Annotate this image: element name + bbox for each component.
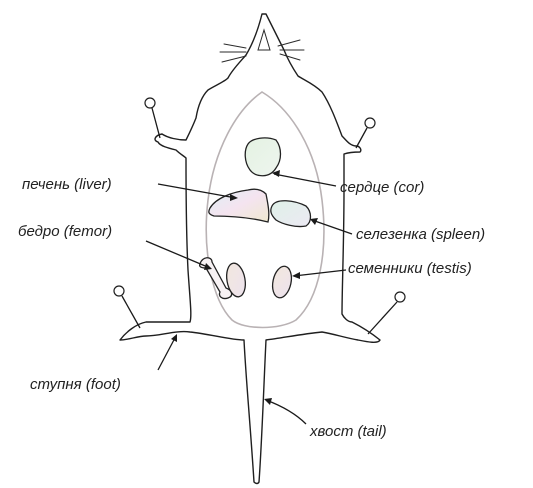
pin-head-hind-left — [114, 286, 124, 296]
pin-head-front-left — [145, 98, 155, 108]
label-testis: семенники (testis) — [348, 260, 472, 277]
leader-foot — [158, 336, 176, 370]
pin-hind-left — [122, 296, 140, 328]
pin-head-front-right — [365, 118, 375, 128]
leader-spleen — [312, 220, 352, 234]
whiskers — [220, 40, 304, 62]
label-spleen: селезенка (spleen) — [356, 226, 485, 243]
label-heart: сердце (cor) — [340, 179, 424, 196]
arrowhead-tail — [264, 398, 272, 405]
pin-front-left — [152, 108, 160, 138]
pin-front-right — [356, 128, 367, 148]
testis-right — [270, 264, 294, 299]
leader-heart — [274, 174, 336, 186]
label-tail: хвост (tail) — [309, 423, 387, 440]
label-liver: печень (liver) — [22, 176, 112, 193]
arrowhead-testis — [292, 272, 300, 279]
pin-hind-right — [368, 302, 397, 334]
leader-femur — [146, 241, 210, 268]
leader-tail — [266, 400, 306, 424]
leader-liver — [158, 184, 236, 198]
spleen-organ — [271, 201, 311, 227]
label-femur: бедро (femor) — [18, 223, 112, 240]
rat-body-outline — [120, 14, 380, 484]
label-foot: ступня (foot) — [30, 376, 121, 393]
snout-detail — [258, 30, 270, 50]
pin-head-hind-right — [395, 292, 405, 302]
heart-organ — [245, 138, 280, 176]
